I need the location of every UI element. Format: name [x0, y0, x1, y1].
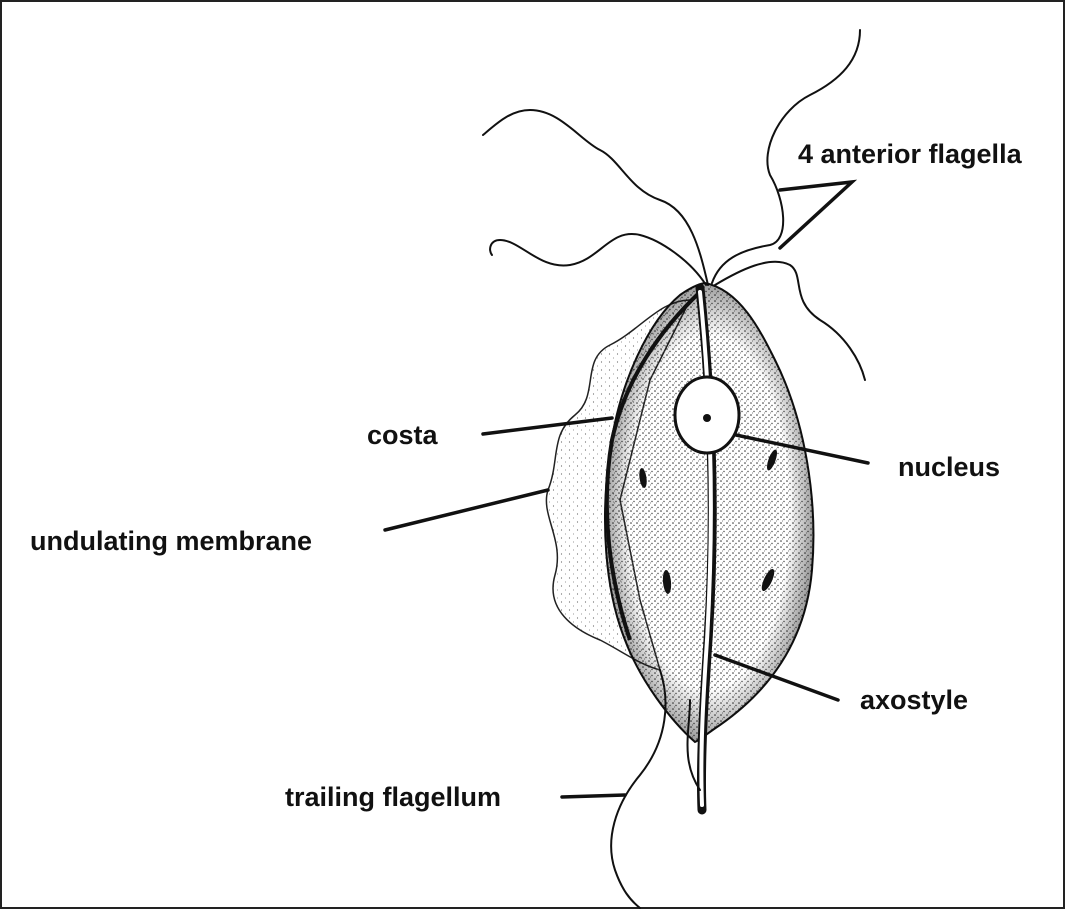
label-axostyle: axostyle — [860, 685, 968, 715]
label-costa: costa — [367, 420, 439, 450]
label-nucleus: nucleus — [898, 452, 1000, 482]
label-undulating-membrane: undulating membrane — [30, 526, 312, 556]
trailing-flagellum-line — [610, 669, 667, 909]
nucleus-shape — [673, 375, 741, 455]
label-trailing-flagellum: trailing flagellum — [285, 782, 501, 812]
granules — [639, 449, 777, 594]
leader-lines — [383, 179, 870, 799]
label-anterior-flagella: 4 anterior flagella — [798, 139, 1023, 169]
costa-line — [604, 290, 702, 641]
anterior-flagella — [482, 29, 866, 381]
